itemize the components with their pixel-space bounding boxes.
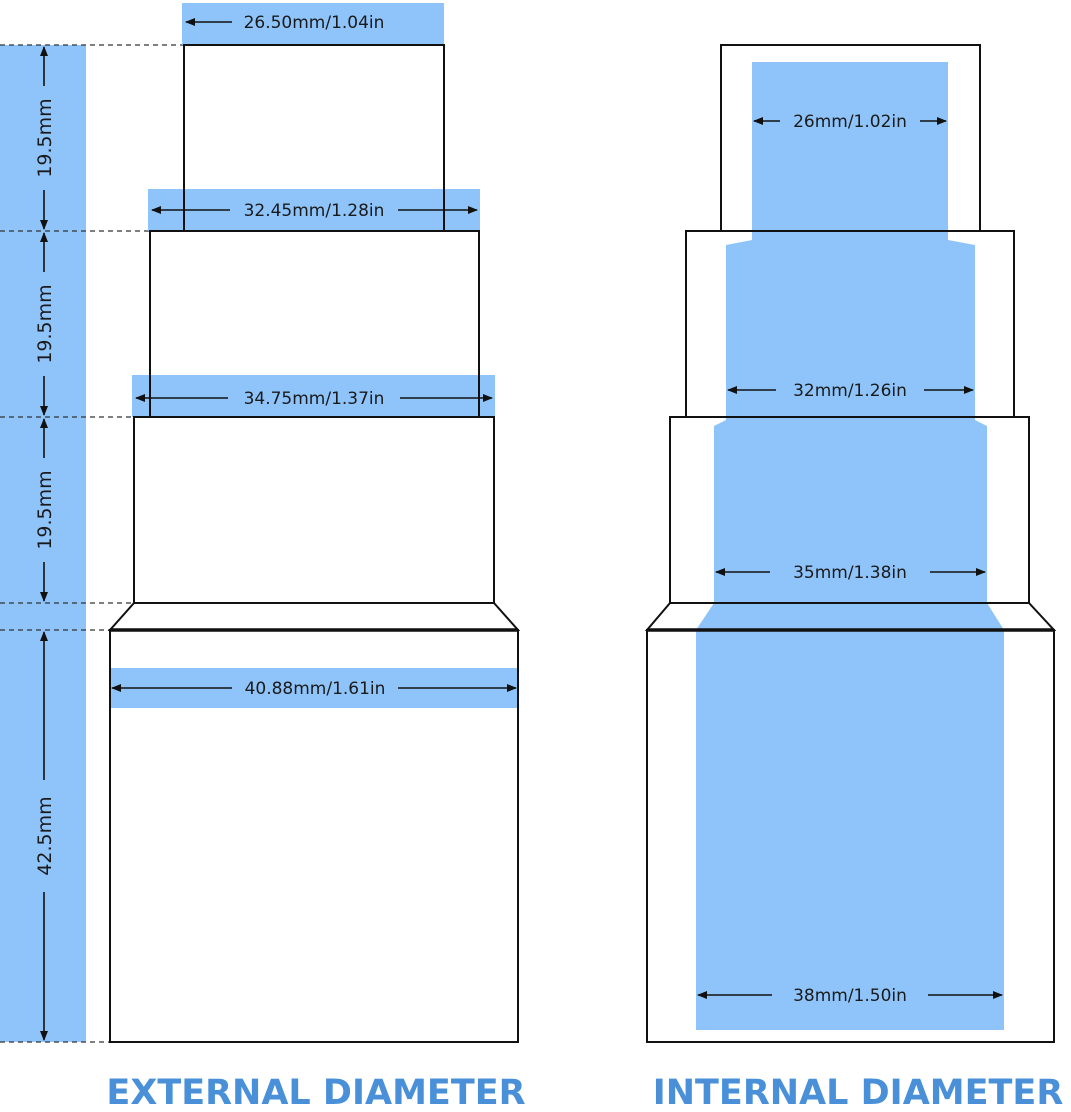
external-height-label-3: 19.5mm <box>34 470 56 549</box>
internal-diameter-view: 26mm/1.02in 32mm/1.26in 35mm/1.38in 38mm… <box>644 44 1064 1112</box>
external-height-label-2: 19.5mm <box>34 284 56 363</box>
internal-diameter-label-2: 32mm/1.26in <box>793 381 907 401</box>
external-adapter-outline <box>107 44 521 1043</box>
external-diameter-dimensions <box>111 18 517 692</box>
external-diameter-caption: EXTERNAL DIAMETER <box>106 1073 525 1112</box>
internal-diameter-label-4: 38mm/1.50in <box>793 986 907 1006</box>
internal-diameter-label-1: 26mm/1.02in <box>793 112 907 132</box>
external-diameter-view: 26.50mm/1.04in 32.45mm/1.28in 34.75mm/1.… <box>0 3 526 1112</box>
internal-diameter-label-3: 35mm/1.38in <box>793 563 907 583</box>
height-highlight-band <box>0 45 86 1042</box>
internal-bore-highlight <box>696 62 1004 1030</box>
height-guide-lines <box>0 44 184 1043</box>
external-diameter-label-2: 32.45mm/1.28in <box>244 201 385 221</box>
diameter-highlight-1 <box>182 3 444 45</box>
external-height-label-4: 42.5mm <box>34 796 56 875</box>
external-height-label-1: 19.5mm <box>34 98 56 177</box>
external-diameter-label-3: 34.75mm/1.37in <box>244 389 385 409</box>
diameter-highlight-3 <box>132 375 495 417</box>
external-diameter-label-4: 40.88mm/1.61in <box>245 679 386 699</box>
internal-diameter-dimensions <box>697 117 1003 999</box>
external-diameter-label-1: 26.50mm/1.04in <box>244 13 385 33</box>
internal-diameter-caption: INTERNAL DIAMETER <box>653 1073 1064 1112</box>
internal-adapter-outline <box>644 44 1057 1043</box>
